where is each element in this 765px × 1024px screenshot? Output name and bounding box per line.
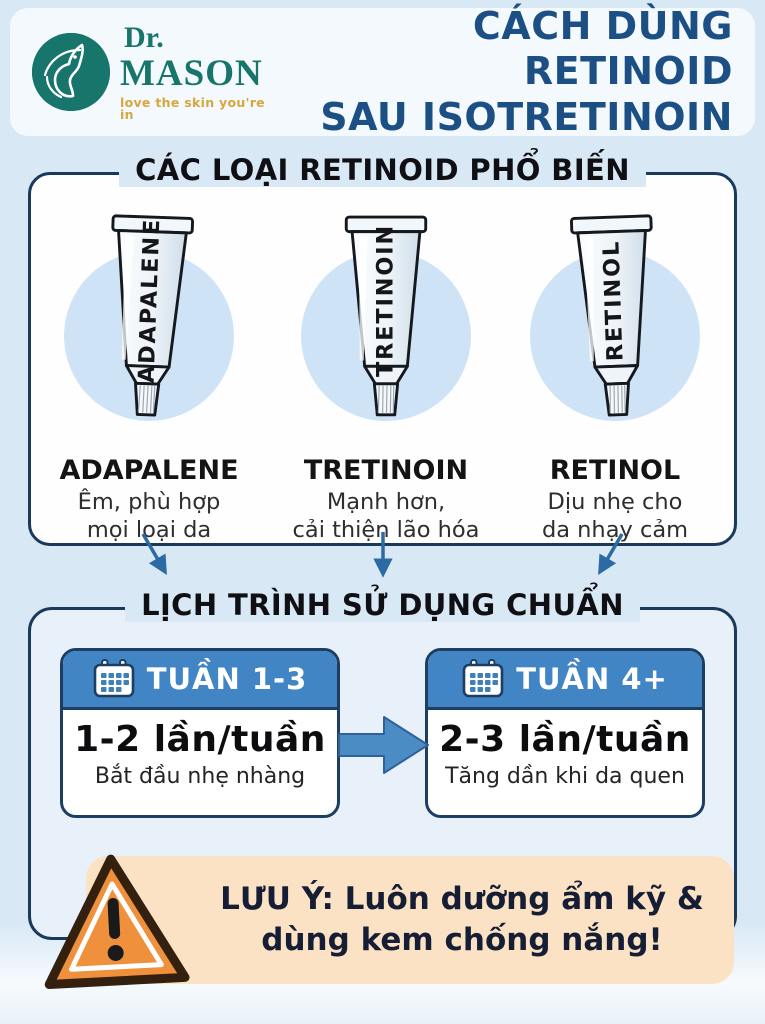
- phase-card-body: 2-3 lần/tuần Tăng dần khi da quen: [428, 710, 702, 789]
- phase-card-week4plus: TUẦN 4+ 2-3 lần/tuần Tăng dần khi da que…: [425, 648, 705, 818]
- product-name: ADAPALENE: [59, 455, 239, 486]
- schedule-section-title: LỊCH TRÌNH SỬ DỤNG CHUẨN: [125, 588, 640, 622]
- calendar-icon: [462, 659, 504, 698]
- product-desc: Mạnh hơn, cải thiện lão hóa: [292, 489, 480, 543]
- warning-triangle-icon: [44, 854, 190, 989]
- tube-label: TRETINOIN: [373, 224, 399, 377]
- cream-tube-icon: ADAPALENE: [111, 214, 195, 417]
- brand-name: MASON: [120, 52, 263, 94]
- horse-logo-icon: [32, 33, 110, 111]
- phase-week-label: TUẦN 4+: [516, 662, 668, 696]
- phase-frequency: 1-2 lần/tuần: [74, 719, 326, 760]
- brand-text: Dr. MASON love the skin you're in: [120, 20, 272, 122]
- calendar-icon: [93, 659, 135, 698]
- product-desc: Dịu nhẹ cho da nhạy cảm: [541, 489, 689, 543]
- warning-line1: LƯU Ý: Luôn dưỡng ẩm kỹ &: [220, 881, 704, 918]
- phase-card-week1-3: TUẦN 1-3 1-2 lần/tuần Bắt đầu nhẹ nhàng: [60, 648, 340, 818]
- phase-week-label: TUẦN 1-3: [146, 662, 308, 696]
- cream-tube-icon: RETINOL: [569, 214, 653, 417]
- page-title-line2: SAU ISOTRETINOIN: [320, 94, 733, 139]
- phase-frequency: 2-3 lần/tuần: [439, 719, 691, 760]
- phase-note: Bắt đầu nhẹ nhàng: [94, 764, 306, 789]
- brand-dr: Dr.: [124, 20, 164, 54]
- page-title-line1: CÁCH DÙNG RETINOID: [472, 3, 733, 94]
- tube-label: RETINOL: [598, 239, 628, 361]
- product-desc: Êm, phù hợp mọi loại da: [77, 489, 221, 543]
- brand-logo: Dr. MASON love the skin you're in: [32, 20, 272, 122]
- phase-note: Tăng dần khi da quen: [445, 764, 685, 789]
- flow-arrows: [141, 532, 624, 578]
- product-name: TRETINOIN: [303, 455, 469, 486]
- warning-line2: dùng kem chống nắng!: [261, 922, 663, 958]
- cream-tube-icon: TRETINOIN: [344, 215, 428, 417]
- arrow-down-icon: [598, 533, 624, 575]
- arrow-right-icon: [338, 716, 429, 774]
- warning-box: LƯU Ý: Luôn dưỡng ẩm kỹ & dùng kem chống…: [86, 856, 734, 984]
- brand-tagline: love the skin you're in: [120, 94, 265, 122]
- retinoid-section-title: CÁC LOẠI RETINOID PHỔ BIẾN: [119, 153, 646, 187]
- phase-card-header: TUẦN 4+: [428, 651, 702, 710]
- header-card: Dr. MASON love the skin you're in CÁCH D…: [10, 4, 755, 139]
- product-column-retinol: RETINOL RETINOL Dịu nhẹ cho da nhạy cảm: [497, 211, 733, 545]
- schedule-section-title-wrap: LỊCH TRÌNH SỬ DỤNG CHUẨN: [31, 588, 734, 622]
- tube-label: ADAPALENE: [134, 217, 166, 383]
- product-column-adapalene: ADAPALENE ADAPALENE Êm, phù hợp mọi loại…: [31, 211, 267, 545]
- retinoid-types-section: CÁC LOẠI RETINOID PHỔ BIẾN ADAPALENE ADA…: [28, 153, 737, 546]
- page-title: CÁCH DÙNG RETINOID SAU ISOTRETINOIN: [272, 4, 733, 141]
- product-column-tretinoin: TRETINOIN TRETINOIN Mạnh hơn, cải thiện …: [268, 211, 504, 545]
- phase-card-header: TUẦN 1-3: [63, 651, 337, 710]
- retinoid-section-title-wrap: CÁC LOẠI RETINOID PHỔ BIẾN: [31, 153, 734, 187]
- warning-text: LƯU Ý: Luôn dưỡng ẩm kỹ & dùng kem chống…: [204, 879, 720, 961]
- phase-card-body: 1-2 lần/tuần Bắt đầu nhẹ nhàng: [63, 710, 337, 789]
- product-name: RETINOL: [549, 455, 681, 486]
- arrow-down-icon: [141, 533, 167, 575]
